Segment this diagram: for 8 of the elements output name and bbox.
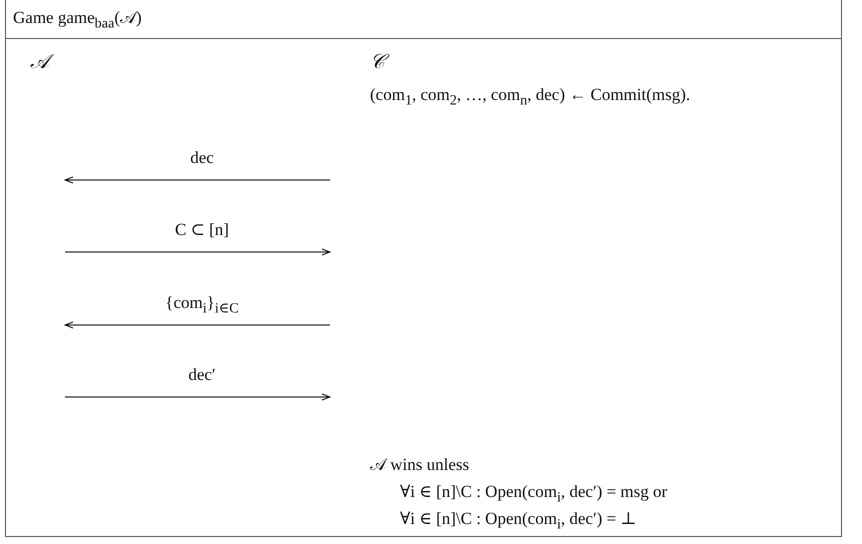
message-label: C ⊂ [n] <box>173 220 231 240</box>
party-label: 𝒜 <box>30 50 65 74</box>
commit-statement: (com$_{1}$, com$_{2}$, …, com$_{n}$, dec) ← Commit(msg). <box>370 84 692 110</box>
party-label: 𝒞 <box>370 50 835 74</box>
win-condition: 𝒜 wins unless <box>370 455 470 475</box>
condition-formula: ∀i ∈ [n]\C : Open(com$_{i}$, dec′) = ⊥ <box>400 509 636 534</box>
title: Game game$_{baa}$(𝒜) <box>13 8 142 32</box>
condition-formula: ∀i ∈ [n]\C : Open(com$_{i}$, dec′) = msg or <box>400 482 668 506</box>
